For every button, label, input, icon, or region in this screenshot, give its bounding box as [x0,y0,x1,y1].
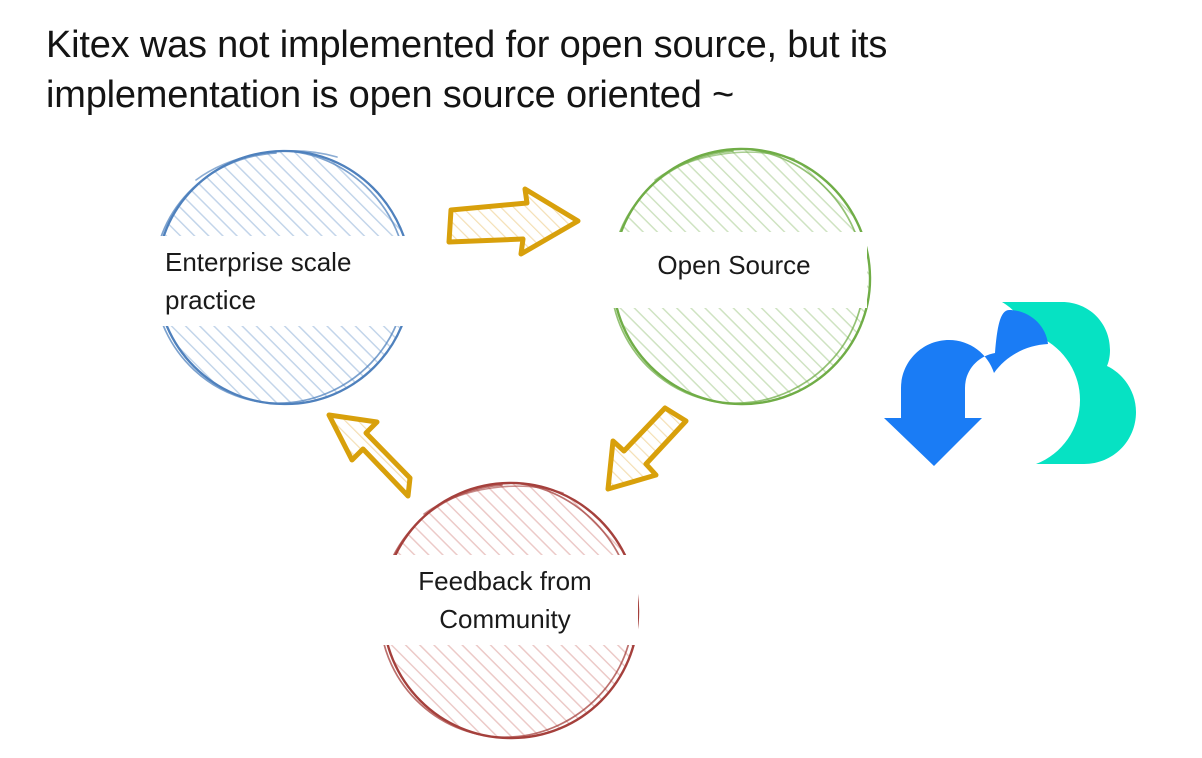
node-label-enterprise-scale-practice: Enterprise scale practice [147,236,413,326]
page-title: Kitex was not implemented for open sourc… [46,24,888,116]
node-label-feedback-from-community: Feedback from Community [372,555,638,645]
cloudwego-logo [884,288,1136,468]
node-label-open-source: Open Source [601,232,867,308]
arrow-to-feedback [605,405,689,492]
cloud-shape [1002,302,1136,464]
arrow-to-enterprise [326,412,413,499]
arrow-to-open-source [446,186,581,257]
arrow-shape [884,310,1048,466]
cloudwego-logo-svg [884,302,1136,466]
